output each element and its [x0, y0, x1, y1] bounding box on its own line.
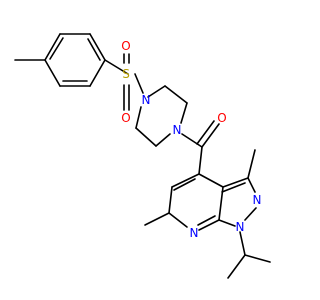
bond [155, 133, 171, 147]
bond [164, 85, 188, 104]
bond [196, 120, 215, 145]
bond [49, 37, 64, 60]
bond [89, 33, 106, 61]
bond [247, 177, 256, 193]
bond [44, 33, 61, 61]
bond [227, 254, 246, 279]
bond [201, 123, 220, 148]
bond-layer [14, 33, 271, 279]
bond [222, 177, 249, 188]
bond [173, 178, 196, 191]
bond [144, 212, 170, 226]
bond [135, 127, 157, 147]
nitrogen-atom: N [190, 226, 199, 240]
bond [244, 254, 271, 263]
nitrogen-atom: N [173, 123, 182, 137]
atom-label-layer: S O O N N O N N N [121, 39, 261, 240]
bond [244, 207, 257, 221]
bond [168, 186, 173, 214]
bond [247, 149, 256, 179]
bond [168, 212, 188, 228]
sulfur-atom: S [122, 67, 130, 81]
bond [218, 219, 236, 227]
molecule-structure: S O O N N O N N N [14, 33, 271, 279]
bond [239, 231, 246, 256]
bond [180, 102, 188, 124]
bond [198, 146, 203, 175]
bond [197, 215, 216, 226]
bond [89, 59, 106, 87]
bond [181, 133, 203, 148]
bond [135, 106, 142, 129]
bond [198, 173, 224, 188]
nitrogen-atom: N [253, 193, 262, 207]
nitrogen-atom: N [142, 93, 151, 107]
bond [134, 73, 144, 94]
nitrogen-atom: N [236, 220, 245, 234]
oxygen-atom: O [217, 111, 226, 125]
bond [221, 182, 246, 193]
bond [171, 173, 200, 188]
bond [198, 219, 220, 231]
bond [87, 38, 101, 61]
bond [104, 59, 129, 75]
oxygen-atom: O [121, 39, 130, 53]
bond [44, 59, 61, 87]
oxygen-atom: O [121, 111, 130, 125]
bond [147, 85, 166, 98]
